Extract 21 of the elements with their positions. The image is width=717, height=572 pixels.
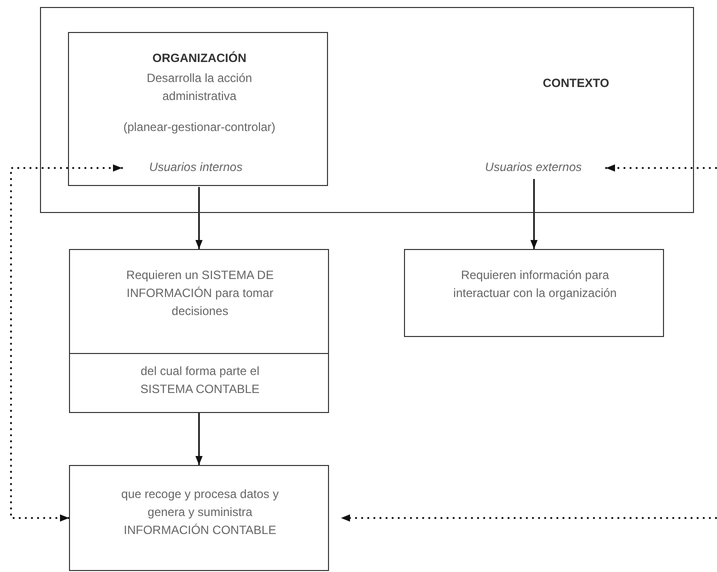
context-box — [40, 7, 694, 213]
user-label: Usuarios externos — [484, 159, 583, 176]
external-requirements-box — [404, 249, 664, 337]
description-text: que recoge y procesa datos y genera y suministra INFORMACIÓN CONTABLE — [120, 486, 280, 539]
dotted-arrow — [10, 164, 123, 522]
description-text: (planear-gestionar-controlar) — [122, 119, 276, 136]
heading: ORGANIZACIÓN — [151, 50, 248, 68]
description-text: Requieren información para interactuar con la organización — [452, 267, 618, 302]
description-text: Desarrolla la acción administrativa — [146, 70, 254, 106]
description-text: del cual forma parte el SISTEMA CONTABLE — [139, 363, 261, 398]
arrow — [195, 413, 203, 465]
dotted-arrow — [340, 514, 717, 522]
user-label: Usuarios internos — [148, 158, 244, 176]
information-system-box — [69, 249, 329, 413]
arrow — [195, 187, 203, 249]
accounting-box — [69, 465, 329, 571]
dotted-arrow — [605, 164, 717, 172]
description-text: Requieren un SISTEMA DE INFORMACIÓN para tomar decisiones — [125, 267, 275, 320]
organization-box — [68, 32, 328, 186]
heading: CONTEXTO — [542, 75, 610, 92]
arrow — [530, 179, 538, 249]
